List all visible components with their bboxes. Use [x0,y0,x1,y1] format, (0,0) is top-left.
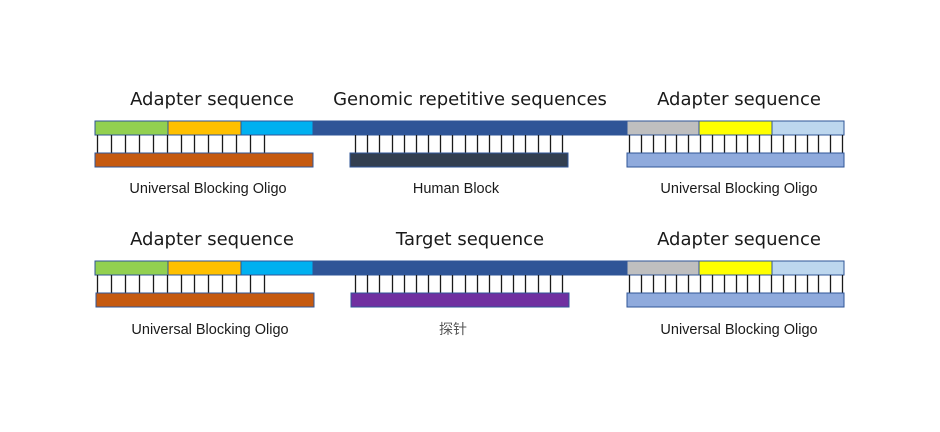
blocking-oligo-right [626,152,845,168]
heading-left-adapter: Adapter sequence [130,229,294,250]
label-left-blocking-oligo: Universal Blocking Oligo [129,181,286,197]
heading-right-adapter: Adapter sequence [657,229,821,250]
adapter-segment-orange [167,260,242,276]
blocking-oligo-left [94,152,314,168]
blocking-oligo-left [95,292,315,308]
diagram-row-target: Adapter sequence Target sequence Adapter… [94,229,845,338]
adapter-segment-gray [626,120,700,136]
label-left-blocking-oligo: Universal Blocking Oligo [131,322,288,338]
label-probe: 探针 [439,322,467,338]
target-segment [312,260,628,276]
adapter-segment-green [94,120,169,136]
base-pair-ticks-middle [354,275,564,293]
adapter-segment-green [94,260,169,276]
human-block-oligo [349,152,569,168]
dna-strand [94,260,845,276]
adapter-segment-cyan [240,120,314,136]
base-pair-ticks-right [628,135,844,153]
adapter-segment-cyan [240,260,314,276]
label-right-blocking-oligo: Universal Blocking Oligo [660,322,817,338]
heading-middle-target: Target sequence [395,229,544,250]
adapter-segment-yellow [698,260,773,276]
base-pair-ticks-left [96,275,266,293]
adapter-segment-gray [626,260,700,276]
base-pair-ticks-right [628,275,844,293]
base-pair-ticks-middle [354,135,564,153]
adapter-segment-lightblue [771,260,845,276]
label-right-blocking-oligo: Universal Blocking Oligo [660,181,817,197]
label-human-block: Human Block [413,181,500,197]
adapter-segment-orange [167,120,242,136]
adapter-segment-lightblue [771,120,845,136]
base-pair-ticks-left [96,135,266,153]
heading-right-adapter: Adapter sequence [657,89,821,110]
heading-left-adapter: Adapter sequence [130,89,294,110]
diagram-row-genomic: Adapter sequence Genomic repetitive sequ… [94,89,845,197]
heading-middle-genomic: Genomic repetitive sequences [333,89,607,110]
probe-oligo [350,292,570,308]
blocking-oligo-right [626,292,845,308]
dna-strand [94,120,845,136]
adapter-segment-yellow [698,120,773,136]
genomic-segment [312,120,628,136]
